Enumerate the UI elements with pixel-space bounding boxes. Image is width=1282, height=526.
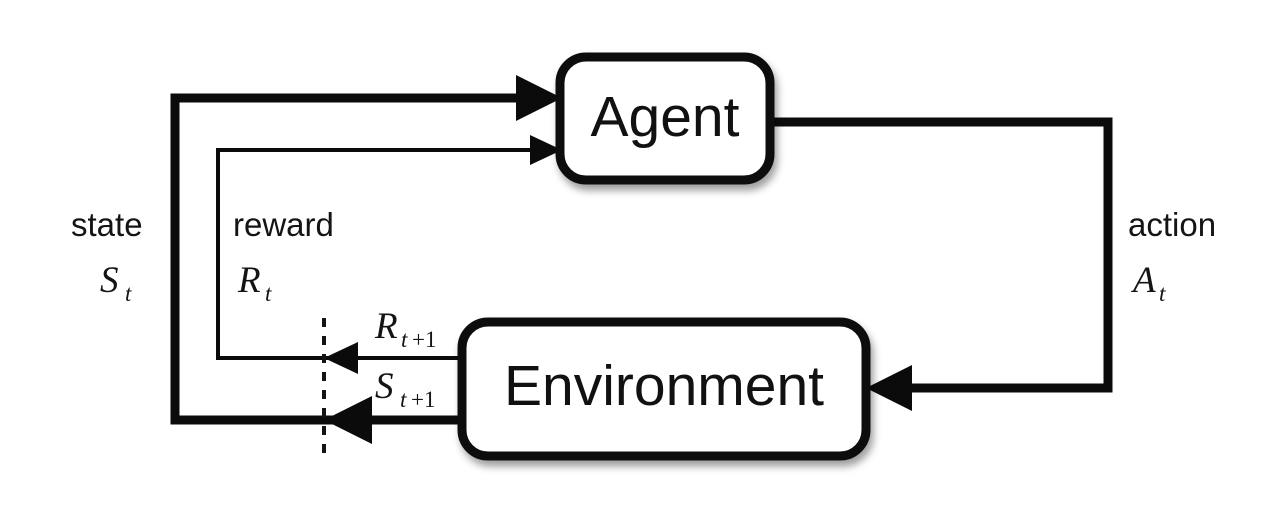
- next-state-symbol: S: [375, 366, 394, 407]
- edge-next-reward-path: [324, 342, 466, 374]
- label-reward: reward R t: [233, 206, 334, 306]
- environment-label: Environment: [504, 354, 824, 418]
- action-symbol: A: [1130, 260, 1156, 301]
- state-symbol-subscript: t: [125, 281, 132, 306]
- reward-symbol-subscript: t: [265, 281, 272, 306]
- state-symbol: S: [100, 260, 119, 301]
- action-line: [770, 117, 1113, 393]
- next-state-subscript-num: +1: [411, 387, 435, 412]
- node-agent[interactable]: Agent: [555, 52, 775, 185]
- label-state: state S t: [71, 206, 143, 306]
- next-reward-subscript-num: +1: [412, 327, 436, 352]
- edge-action-path: [770, 117, 1113, 411]
- next-reward-arrowhead: [324, 342, 358, 374]
- edge-next-state-path: [324, 396, 466, 444]
- environment-box[interactable]: [457, 317, 871, 461]
- state-word: state: [71, 206, 143, 243]
- label-action: action A t: [1128, 206, 1216, 306]
- next-reward-symbol: R: [374, 306, 398, 347]
- next-state-arrowhead: [324, 396, 372, 444]
- node-environment[interactable]: Environment: [457, 317, 871, 461]
- agent-label: Agent: [591, 85, 740, 149]
- action-word: action: [1128, 206, 1216, 243]
- label-next-reward: R t +1: [374, 306, 436, 352]
- edge-state-path: [170, 75, 562, 425]
- action-symbol-subscript: t: [1159, 281, 1166, 306]
- action-arrowhead-into-environment: [866, 365, 912, 411]
- reward-word: reward: [233, 206, 334, 243]
- next-reward-subscript-var: t: [401, 327, 408, 352]
- state-line: [170, 93, 516, 425]
- reward-symbol: R: [237, 260, 261, 301]
- state-arrowhead-into-agent: [516, 75, 562, 121]
- next-state-subscript-var: t: [400, 387, 407, 412]
- reward-arrowhead-into-agent: [530, 135, 562, 165]
- agent-box[interactable]: [555, 52, 775, 185]
- label-next-state: S t +1: [375, 366, 435, 412]
